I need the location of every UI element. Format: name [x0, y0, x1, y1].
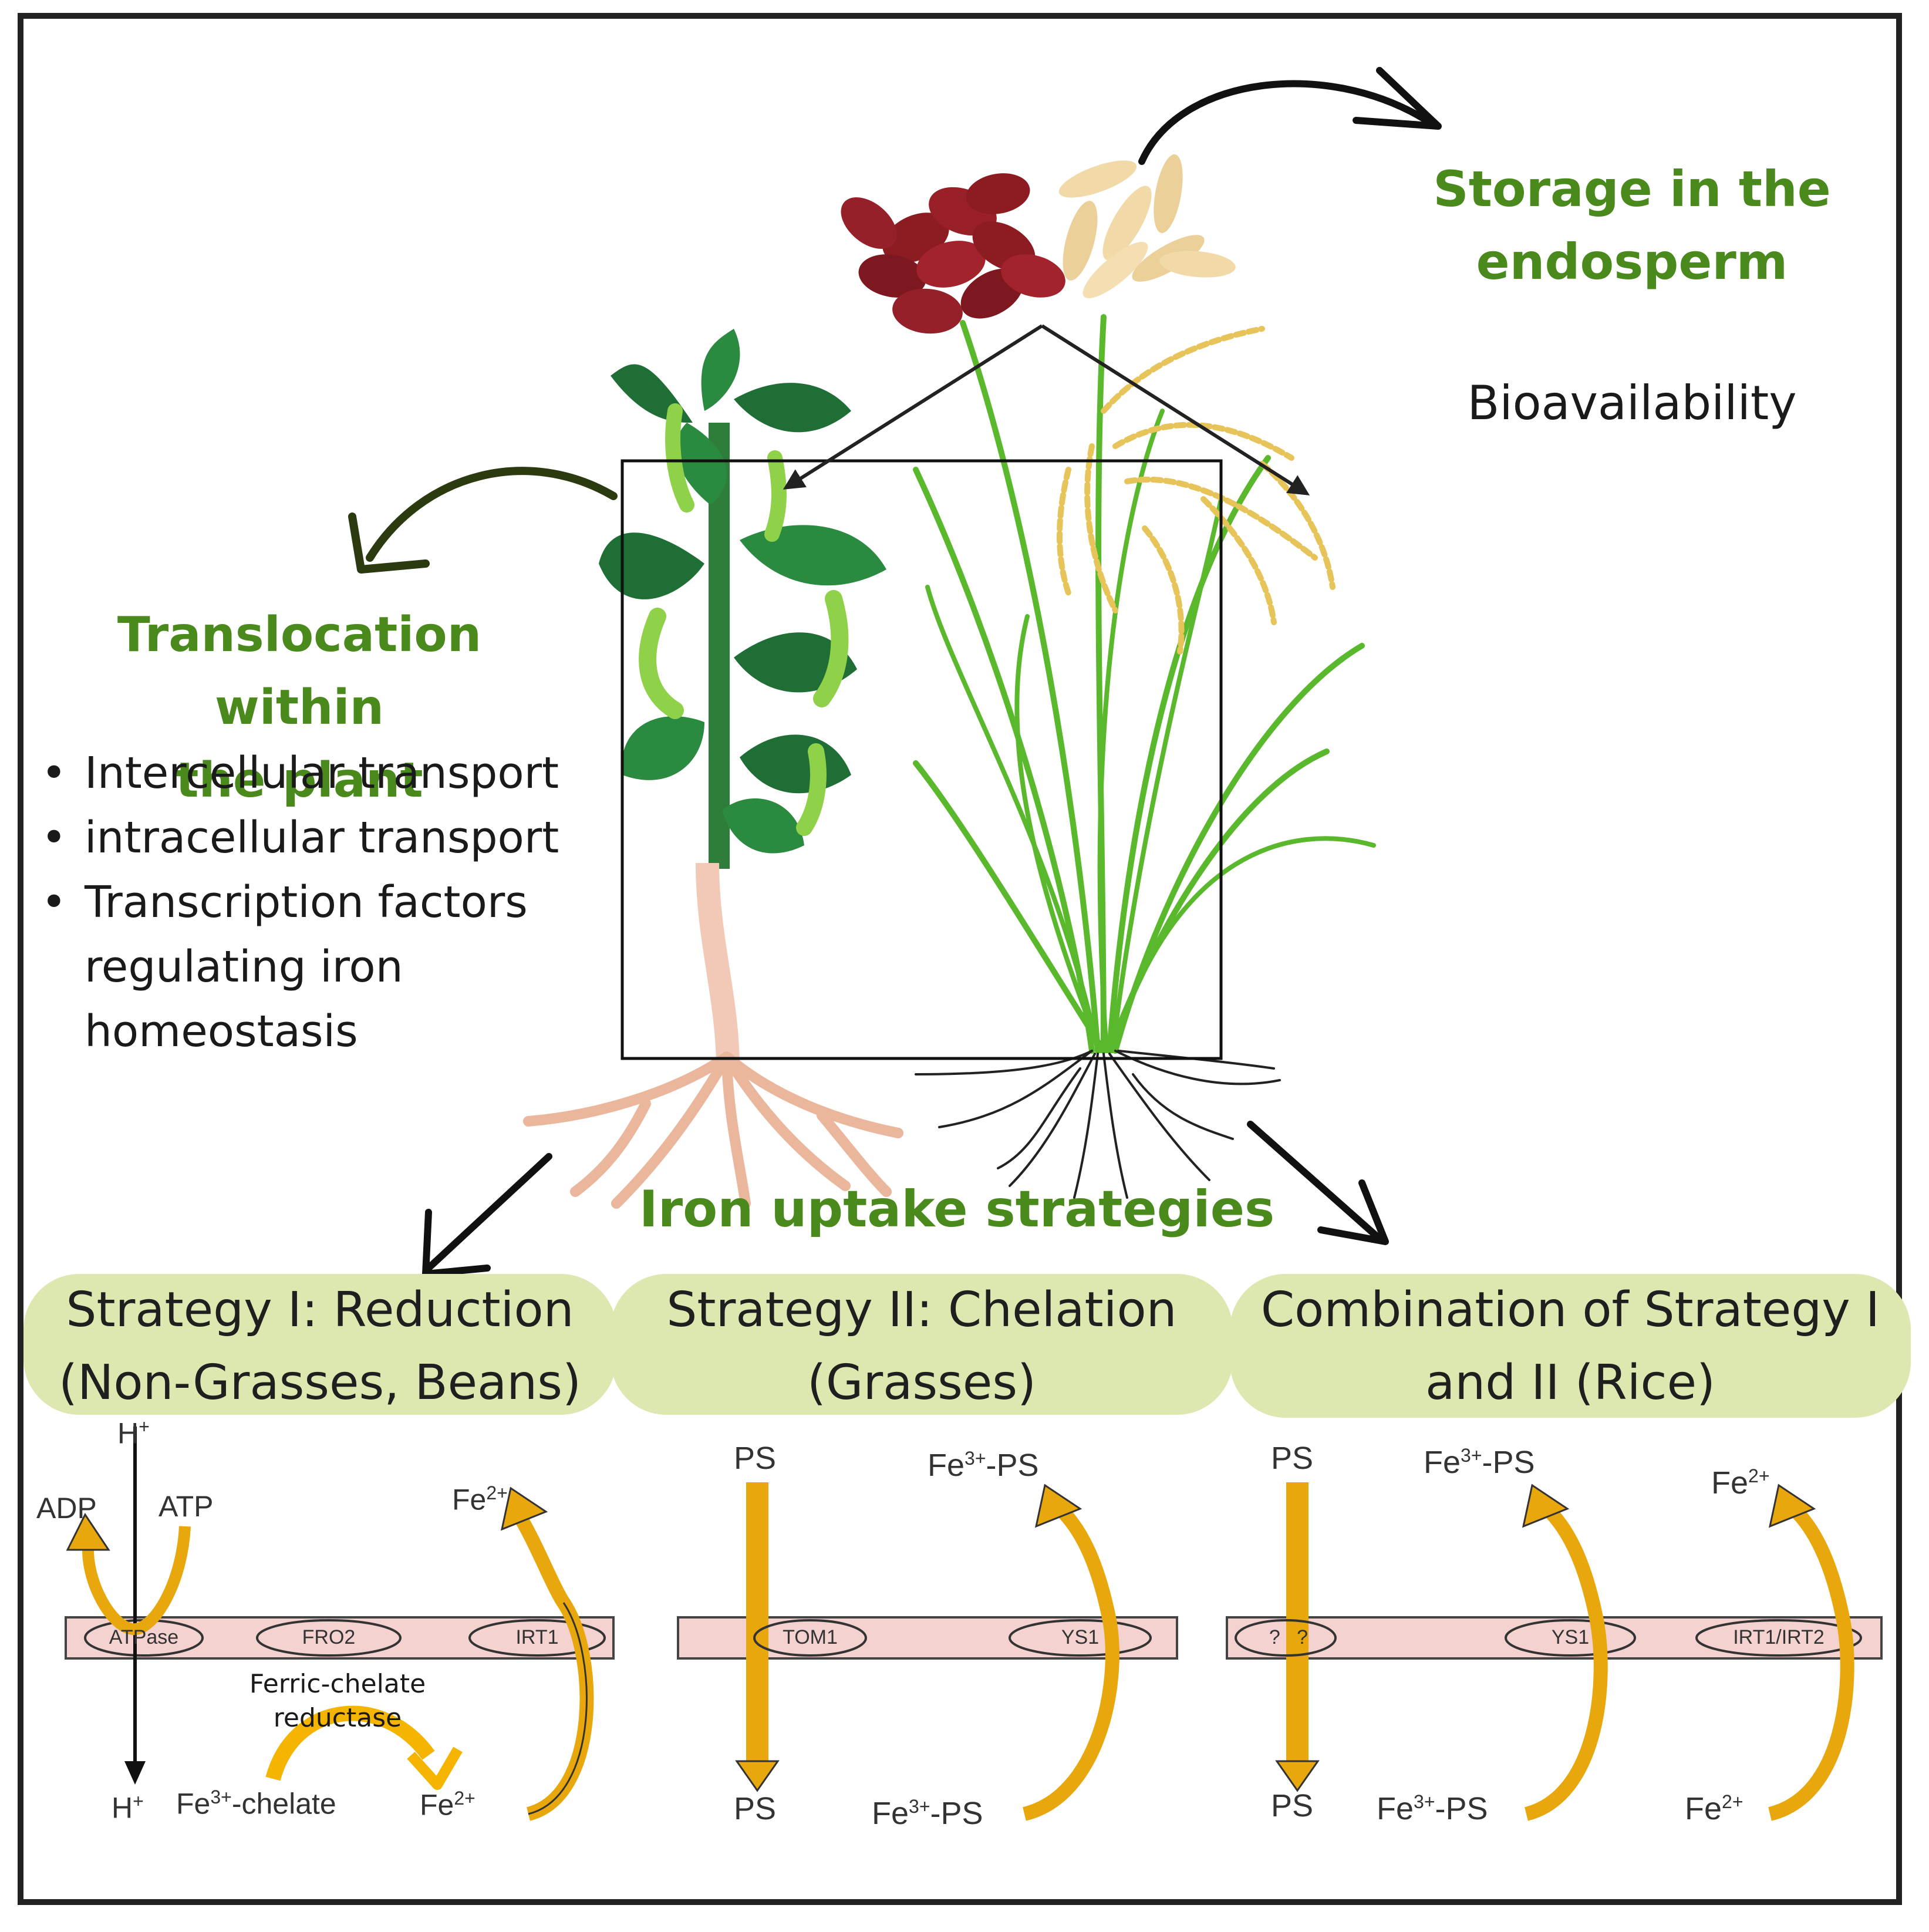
- storage-title-line-2: endosperm: [1476, 233, 1788, 291]
- irt1-irt2-label: IRT1/IRT2: [1733, 1626, 1825, 1648]
- seed-to-plant-arrows: [783, 324, 1310, 495]
- bean-plant: [523, 329, 903, 1209]
- panel-3-shapes: [1235, 1482, 1862, 1821]
- arrow-to-strategy-three: [1247, 1121, 1389, 1245]
- strategy-one-line-2: (Non-Grasses, Beans): [59, 1355, 581, 1411]
- strategy-three-line-2: and II (Rice): [1425, 1355, 1716, 1411]
- tom1-label: TOM1: [783, 1626, 838, 1648]
- fe2-bottom-label-3: Fe2+: [1685, 1791, 1743, 1826]
- fe3-ps-top-label-3: Fe3+-PS: [1424, 1445, 1535, 1480]
- fe3-ps-bottom-label-2: Fe3+-PS: [872, 1796, 983, 1831]
- panel-2-shapes: [735, 1482, 1152, 1821]
- rice-plant: [913, 314, 1376, 1054]
- rice-grains: [1058, 154, 1236, 299]
- h-plus-bottom-label: H+: [112, 1791, 144, 1825]
- storage-title: Storage in the endosperm: [1397, 153, 1867, 298]
- atpase-label: ATPase: [109, 1626, 179, 1648]
- list-item: Intercellular transport: [35, 741, 587, 805]
- plant-highlight-box: [620, 459, 1223, 1060]
- fe3-ps-bottom-label-3: Fe3+-PS: [1377, 1791, 1488, 1826]
- panel-1-shapes: [66, 1427, 606, 1821]
- fe2-top-label: Fe2+: [452, 1482, 508, 1516]
- arrow-to-storage: [1138, 67, 1442, 165]
- storage-subtitle: Bioavailability: [1467, 376, 1797, 430]
- ps-bottom-label-2: PS: [734, 1791, 777, 1826]
- bean-seeds: [841, 173, 1065, 334]
- reductase-line-2: reductase: [273, 1703, 402, 1733]
- arrow-to-strategy-one: [422, 1153, 552, 1277]
- ps-top-label-3: PS: [1271, 1441, 1314, 1476]
- strategy-two-line-2: (Grasses): [807, 1355, 1037, 1411]
- atp-label: ATP: [158, 1490, 214, 1523]
- figure-frame: [18, 13, 1902, 1905]
- strategy-two-line-1: Strategy II: Chelation: [666, 1282, 1177, 1338]
- ps-bottom-label-3: PS: [1271, 1788, 1314, 1823]
- reductase-label: Ferric-chelate reductase: [232, 1667, 443, 1735]
- unknown-transporter-label: ? ?: [1269, 1626, 1309, 1648]
- membrane-panel-1: [65, 1616, 615, 1660]
- ys1-label-3: YS1: [1551, 1626, 1590, 1648]
- adp-label: ADP: [36, 1492, 97, 1525]
- fe2-bottom-label: Fe2+: [420, 1788, 475, 1822]
- strategy-one-line-1: Strategy I: Reduction: [66, 1282, 574, 1338]
- fe2-top-label-3: Fe2+: [1711, 1465, 1770, 1501]
- strategy-one-pill: Strategy I: Reduction (Non-Grasses, Bean…: [23, 1274, 616, 1415]
- list-item: intracellular transport: [35, 805, 587, 870]
- rice-panicles: [1057, 326, 1336, 655]
- rice-roots: [915, 1050, 1281, 1199]
- strategy-three-line-1: Combination of Strategy I: [1260, 1282, 1880, 1338]
- translocation-list: Intercellular transport intracellular tr…: [35, 741, 587, 1064]
- fe3-chelate-label: Fe3+-chelate: [176, 1786, 336, 1820]
- strategy-three-pill: Combination of Strategy I and II (Rice): [1230, 1274, 1911, 1418]
- ys1-label-2: YS1: [1061, 1626, 1100, 1648]
- list-item: Transcription factors regulating iron ho…: [35, 870, 587, 1064]
- translocation-title-line-1: Translocation within: [117, 607, 482, 736]
- irt1-label: IRT1: [515, 1626, 559, 1648]
- strategy-two-pill: Strategy II: Chelation (Grasses): [611, 1274, 1233, 1415]
- reductase-line-1: Ferric-chelate: [249, 1669, 426, 1699]
- uptake-title: Iron uptake strategies: [639, 1180, 1275, 1239]
- h-plus-top-label: H+: [117, 1416, 150, 1450]
- ps-top-label-2: PS: [734, 1441, 777, 1476]
- fe3-ps-top-label-2: Fe3+-PS: [928, 1448, 1039, 1483]
- fro2-label: FRO2: [302, 1626, 356, 1648]
- arrow-to-translocation: [348, 467, 618, 574]
- storage-title-line-1: Storage in the: [1433, 160, 1831, 218]
